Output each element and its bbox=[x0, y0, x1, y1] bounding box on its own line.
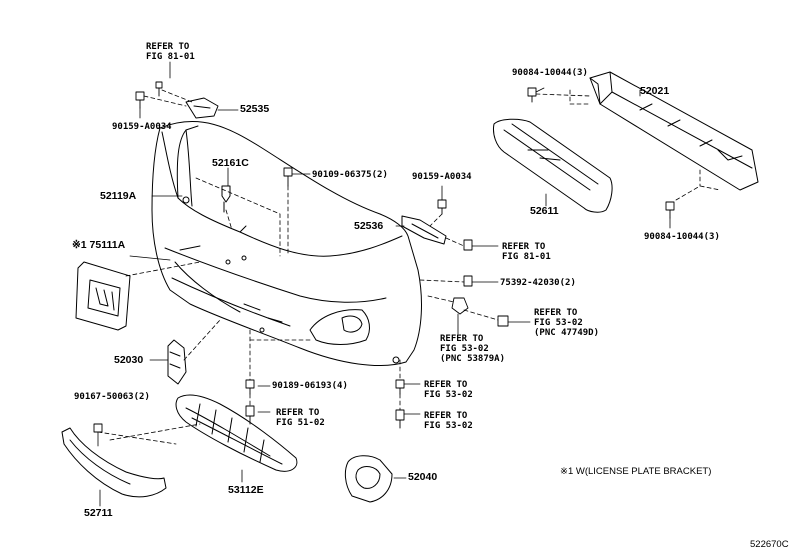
ref-fig-53-02-pnc47749d-line3: (PNC 47749D) bbox=[534, 328, 600, 338]
retainer-52535 bbox=[185, 97, 219, 119]
ref-fig-81-01-top-line2: FIG 81-01 bbox=[146, 52, 195, 62]
part-52711: 52711 bbox=[84, 507, 113, 519]
assembly-dashed-lines bbox=[97, 89, 721, 445]
ref-fig-53-02-pnc47749d-line1: REFER TO bbox=[534, 308, 578, 318]
energy-absorber-52611 bbox=[493, 118, 613, 213]
bumper-cover-52119a bbox=[151, 120, 422, 367]
ref-fig-51-02-line2: FIG 51-02 bbox=[276, 418, 325, 428]
ref-fig-51-02-line1: REFER TO bbox=[276, 408, 320, 418]
part-52535: 52535 bbox=[240, 103, 270, 115]
clip-52161c bbox=[221, 185, 231, 213]
ref-fig-53-02-pnc47749d-line2: FIG 53-02 bbox=[534, 318, 583, 328]
ref-fig-53-02-low1-line2: FIG 53-02 bbox=[424, 390, 473, 400]
ref-fig-53-02-pnc53879a-line1: REFER TO bbox=[440, 334, 484, 344]
ref-fig-81-01-mid-line2: FIG 81-01 bbox=[502, 252, 551, 262]
part-90084-10044-top: 90084-10044(3) bbox=[512, 68, 588, 78]
part-52161c: 52161C bbox=[212, 157, 249, 169]
note-license-plate-bracket: ※1 W(LICENSE PLATE BRACKET) bbox=[560, 466, 712, 477]
ref-fig-53-02-low2-line1: REFER TO bbox=[424, 411, 468, 421]
part-90167-50063: 90167-50063(2) bbox=[74, 392, 150, 402]
ref-fig-53-02-pnc53879a-line3: (PNC 53879A) bbox=[440, 354, 506, 364]
part-52536: 52536 bbox=[354, 220, 384, 232]
ref-fig-53-02-pnc53879a-line2: FIG 53-02 bbox=[440, 344, 489, 354]
ref-fig-53-02-low2-line2: FIG 53-02 bbox=[424, 421, 473, 431]
part-90189-06193: 90189-06193(4) bbox=[272, 381, 348, 391]
bumper-reinforcement-52021 bbox=[589, 71, 759, 191]
leader-lines bbox=[97, 61, 671, 507]
ref-fig-81-01-top-line1: REFER TO bbox=[146, 42, 190, 52]
license-plate-bracket-75111a bbox=[75, 261, 131, 331]
part-90159-a0034-left: 90159-A0034 bbox=[112, 122, 172, 132]
ref-fig-53-02-low1-line1: REFER TO bbox=[424, 380, 468, 390]
fog-cover-52040 bbox=[344, 455, 393, 503]
lower-molding-52711 bbox=[61, 427, 167, 498]
part-90084-10044-bottom: 90084-10044(3) bbox=[644, 232, 720, 242]
part-52021: 52021 bbox=[640, 85, 670, 97]
ref-fig-81-01-mid-line1: REFER TO bbox=[502, 242, 546, 252]
diagram-id: 522670C bbox=[750, 539, 789, 550]
part-52611: 52611 bbox=[530, 205, 559, 217]
part-751111a: ※1 75111A bbox=[72, 239, 126, 251]
fasteners bbox=[93, 81, 675, 433]
part-90159-a0034-mid: 90159-A0034 bbox=[412, 172, 472, 182]
bracket-52030 bbox=[167, 339, 187, 385]
part-75392-42030: 75392-42030(2) bbox=[500, 278, 576, 288]
part-90109-06375: 90109-06375(2) bbox=[312, 170, 388, 180]
part-52030: 52030 bbox=[114, 354, 144, 366]
part-53112e: 53112E bbox=[228, 484, 264, 496]
part-52119a: 52119A bbox=[100, 190, 137, 202]
part-52040: 52040 bbox=[408, 471, 438, 483]
lower-grille-53112e bbox=[175, 394, 298, 472]
